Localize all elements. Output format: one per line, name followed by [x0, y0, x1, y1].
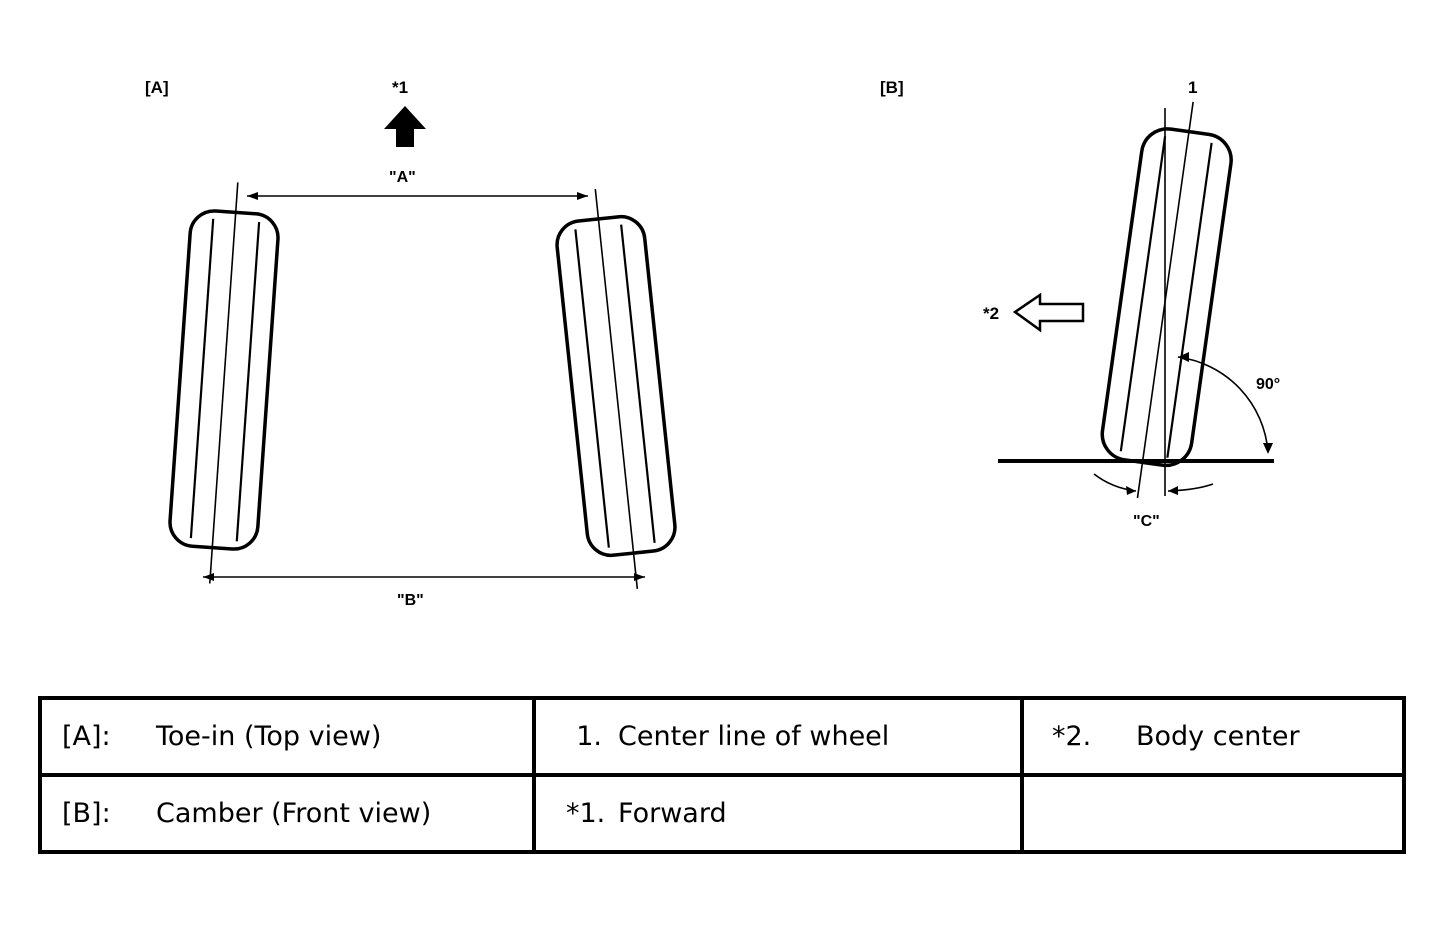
left-wheel: [168, 182, 280, 584]
centerline-marker: 1: [1188, 78, 1197, 97]
dimension-b-label: "B": [397, 592, 424, 609]
legend-value: Toe-in (Top view): [156, 721, 382, 752]
panel-a-label: [A]: [145, 78, 169, 97]
wheel-alignment-diagram: [A] *1 "A" "B: [145, 78, 1280, 609]
legend-row: [A]: Toe-in (Top view) 1. Center line of…: [38, 696, 1406, 777]
legend-value: Center line of wheel: [618, 721, 890, 752]
angle-label: 90°: [1256, 376, 1280, 393]
dimension-a-line: [247, 192, 588, 200]
dimension-a-label: "A": [389, 169, 416, 186]
forward-arrow-icon: [384, 106, 426, 147]
legend-cell: *2. Body center: [1020, 696, 1406, 777]
legend-cell: [A]: Toe-in (Top view): [38, 696, 536, 777]
body-center-arrow-icon: [1012, 292, 1085, 333]
panel-b-label: [B]: [880, 78, 904, 97]
legend-key: [B]:: [62, 798, 111, 829]
camber-front-view: [B] 1 *2 90° "C": [880, 78, 1280, 530]
legend-value: Camber (Front view): [156, 798, 432, 829]
camber-angle-arc: [1093, 473, 1214, 495]
camber-wheel: [1100, 101, 1233, 499]
legend-key: [A]:: [62, 721, 111, 752]
legend-row: [B]: Camber (Front view) *1. Forward: [38, 773, 1406, 854]
legend-cell: [B]: Camber (Front view): [38, 773, 536, 854]
camber-label: "C": [1133, 513, 1160, 530]
legend-value: Forward: [618, 798, 727, 829]
legend-cell: 1. Center line of wheel: [532, 696, 1024, 777]
toe-in-top-view: [A] *1 "A" "B: [145, 78, 677, 609]
body-center-marker: *2: [983, 304, 999, 323]
right-wheel: [555, 189, 677, 589]
right-angle-arc: [1177, 352, 1273, 454]
dimension-b-line: [203, 573, 645, 581]
legend-value: Body center: [1136, 721, 1300, 752]
legend-cell: *1. Forward: [532, 773, 1024, 854]
legend-key: *1.: [566, 798, 606, 829]
legend-table: [A]: Toe-in (Top view) 1. Center line of…: [38, 696, 1406, 854]
legend-key: *2.: [1052, 721, 1092, 752]
legend-cell: [1020, 773, 1406, 854]
legend-key: 1.: [576, 721, 602, 752]
forward-marker: *1: [392, 78, 408, 97]
